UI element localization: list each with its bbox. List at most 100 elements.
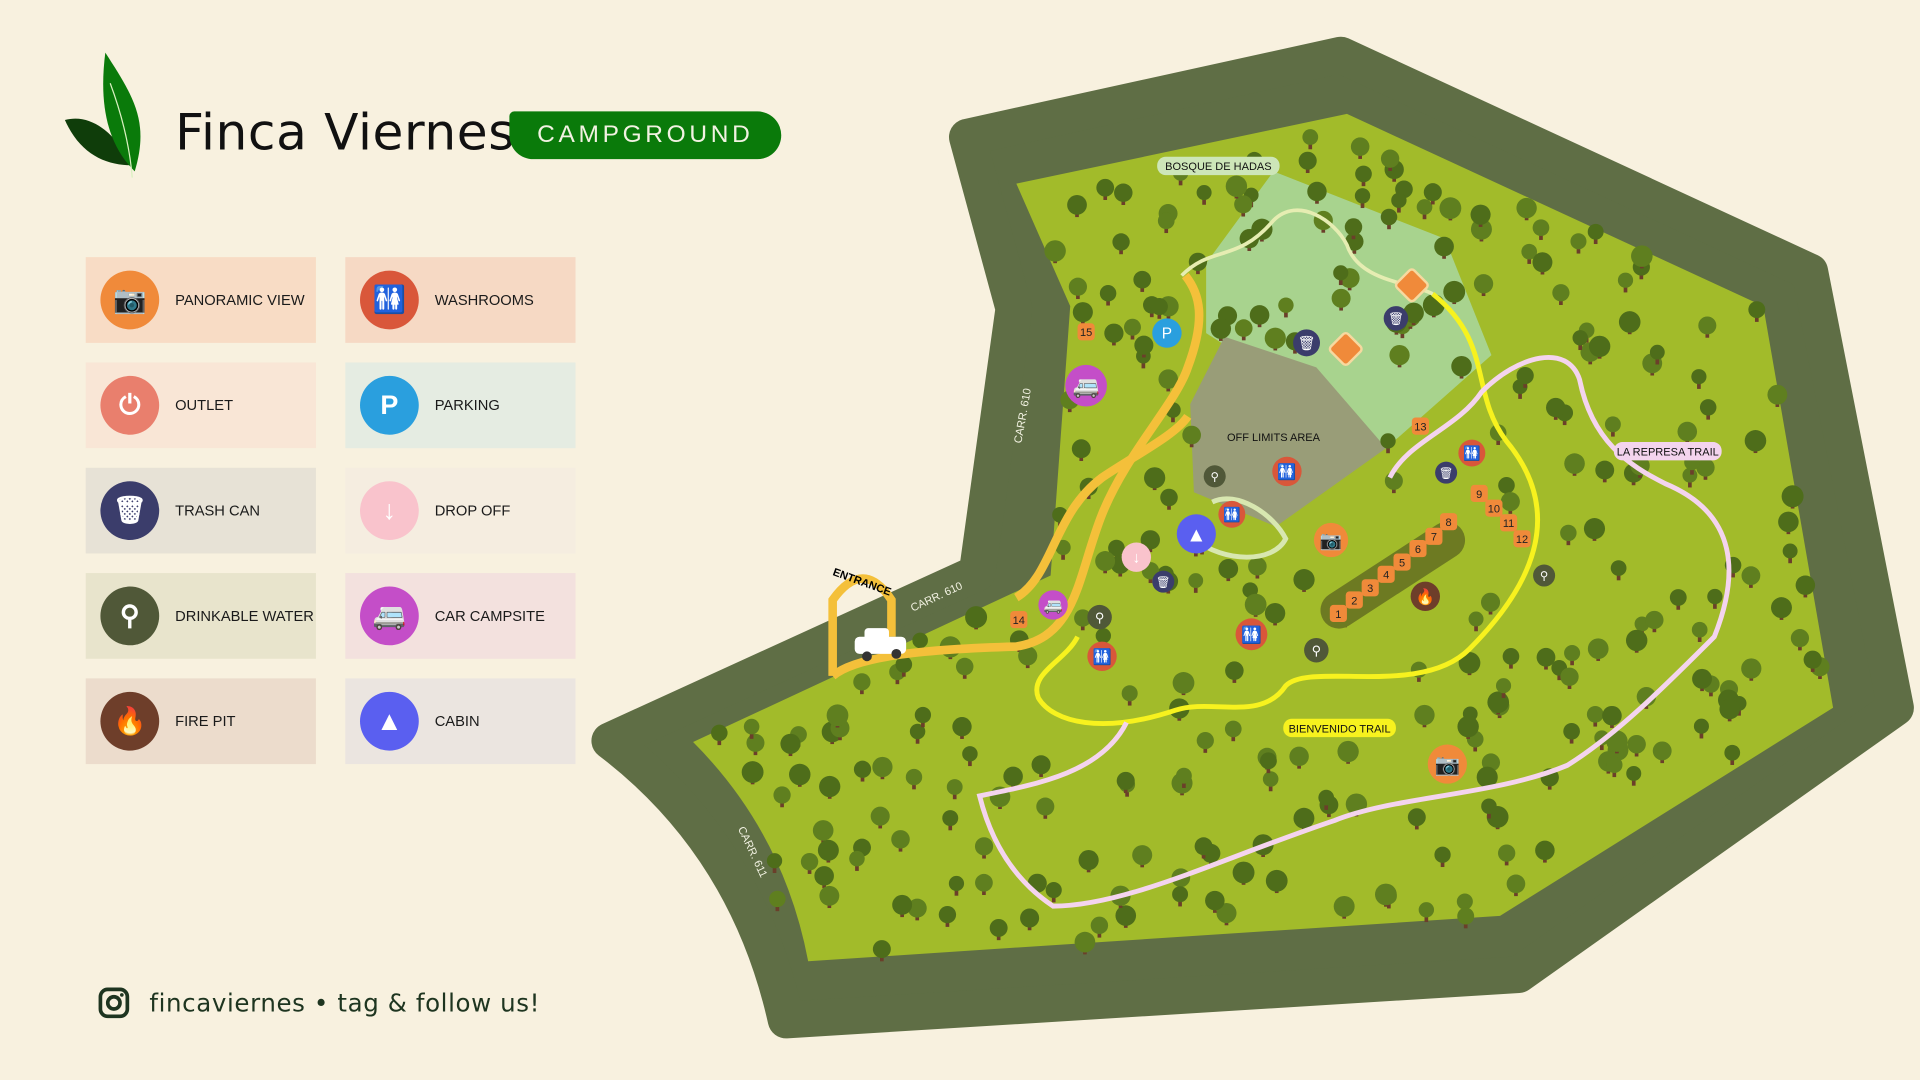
- campsite-number: 1: [1335, 609, 1341, 621]
- tree-icon: [1691, 369, 1707, 389]
- tree-icon: [1595, 460, 1615, 483]
- tree-icon: [1495, 678, 1512, 698]
- tree-icon: [773, 786, 791, 808]
- tree-icon: [952, 717, 972, 739]
- campsite-3[interactable]: 3: [1361, 579, 1379, 597]
- tree-icon: [1278, 297, 1294, 318]
- campsite-2[interactable]: 2: [1345, 591, 1363, 609]
- tree-icon: [826, 704, 849, 728]
- tree-icon: [1572, 330, 1588, 351]
- map-marker-cabin-icon[interactable]: ▲: [1176, 514, 1216, 554]
- tree-icon: [1470, 204, 1491, 227]
- tree-icon: [812, 820, 834, 843]
- map-marker-camera-icon[interactable]: 📷: [1427, 744, 1467, 784]
- tree-icon: [1564, 644, 1581, 666]
- tree-icon: [1259, 752, 1277, 774]
- map-marker-trash-icon[interactable]: 🗑: [1435, 461, 1458, 484]
- tree-icon: [1696, 458, 1715, 480]
- campsite-4[interactable]: 4: [1377, 565, 1395, 583]
- tree-icon: [1456, 893, 1473, 914]
- tree-icon: [1416, 199, 1433, 220]
- tree-icon: [914, 706, 932, 728]
- bosque-cabin[interactable]: [1394, 268, 1430, 303]
- map-marker-water-tap-icon[interactable]: ⚲: [1087, 604, 1112, 630]
- tree-icon: [1121, 685, 1138, 706]
- legend-label: DRINKABLE WATER: [175, 607, 314, 625]
- campsite-9[interactable]: 9: [1470, 484, 1488, 503]
- campsite-number: 8: [1446, 517, 1452, 529]
- tree-icon: [1265, 869, 1288, 894]
- tree-icon: [1108, 539, 1125, 561]
- map-marker-water-tap-icon[interactable]: ⚲: [1533, 564, 1556, 587]
- tree-icon: [1104, 323, 1124, 346]
- tree-icon: [1403, 302, 1424, 326]
- tree-icon: [1451, 356, 1472, 379]
- parking-icon: P: [360, 375, 419, 435]
- tree-icon: [1157, 212, 1175, 234]
- map-marker-trash-icon[interactable]: 🗑: [1293, 329, 1321, 357]
- campsite-15[interactable]: 15: [1077, 323, 1095, 341]
- map-marker-parking-icon[interactable]: P: [1152, 318, 1182, 348]
- tree-icon: [1535, 840, 1555, 863]
- tree-icon: [1302, 129, 1319, 150]
- bosque-cabin[interactable]: [1328, 331, 1363, 367]
- fire-icon: 🔥: [100, 691, 160, 751]
- instagram-handle[interactable]: fincaviernes • tag & follow us!: [149, 988, 541, 1018]
- tree-icon: [1617, 272, 1634, 293]
- svg-text:🚻: 🚻: [1463, 445, 1481, 462]
- legend-item-washrooms: 🚻WASHROOMS: [345, 257, 576, 343]
- map-marker-water-tap-icon[interactable]: ⚲: [1203, 465, 1226, 488]
- map-marker-water-tap-icon[interactable]: ⚲: [1304, 637, 1329, 663]
- off-limits-area: [1190, 336, 1387, 527]
- campsite-6[interactable]: 6: [1409, 540, 1427, 558]
- campsite-8[interactable]: 8: [1440, 513, 1458, 531]
- tree-icon: [1099, 285, 1117, 306]
- campsite-5[interactable]: 5: [1393, 553, 1411, 571]
- washroom-icon: 🚻: [360, 270, 419, 330]
- tree-icon: [1468, 611, 1484, 632]
- map-marker-washroom-icon[interactable]: 🚻: [1458, 439, 1486, 467]
- map-marker-washroom-icon[interactable]: 🚻: [1272, 456, 1302, 487]
- tree-icon: [1350, 137, 1370, 159]
- map-marker-trash-icon[interactable]: 🗑: [1152, 570, 1175, 593]
- tree-icon: [1355, 165, 1372, 187]
- map-marker-washroom-icon[interactable]: 🚻: [1087, 641, 1117, 672]
- campsite-10[interactable]: 10: [1485, 499, 1503, 517]
- campsite-7[interactable]: 7: [1425, 527, 1443, 545]
- tree-icon: [1698, 316, 1717, 338]
- tree-icon: [1560, 524, 1577, 546]
- legend-item-car-campsite: 🚐CAR CAMPSITE: [345, 573, 576, 659]
- tree-icon: [1500, 492, 1520, 514]
- tree-icon: [1724, 744, 1741, 765]
- tree-icon: [1380, 433, 1396, 454]
- park-ground: [693, 113, 1834, 962]
- tree-icon: [1337, 740, 1359, 764]
- tree-icon: [1803, 650, 1822, 672]
- campsite-11[interactable]: 11: [1500, 514, 1518, 532]
- tree-icon: [1506, 874, 1526, 897]
- map-marker-camper-van-icon[interactable]: 🚐: [1038, 590, 1068, 620]
- tree-icon: [1610, 560, 1627, 581]
- tree-icon: [1074, 931, 1096, 955]
- tree-icon: [1693, 718, 1709, 739]
- instagram-icon[interactable]: [98, 987, 130, 1019]
- campsite-12[interactable]: 12: [1513, 530, 1531, 548]
- map-marker-trash-icon[interactable]: 🗑: [1383, 306, 1409, 331]
- tree-icon: [1744, 430, 1767, 454]
- map-marker-camera-icon[interactable]: 📷: [1313, 522, 1349, 558]
- campsite-13[interactable]: 13: [1411, 417, 1429, 435]
- bosque-label-bg: [1157, 156, 1280, 176]
- campsite-14[interactable]: 14: [1010, 611, 1028, 629]
- svg-text:⚲: ⚲: [1540, 571, 1548, 583]
- tree-icon: [1606, 756, 1623, 778]
- map-marker-washroom-icon[interactable]: 🚻: [1218, 500, 1246, 528]
- bienvenido-trail: [1034, 291, 1541, 727]
- map-marker-fire-icon[interactable]: 🔥: [1410, 581, 1441, 612]
- map-marker-camper-van-icon[interactable]: 🚐: [1065, 364, 1107, 407]
- campsite-1[interactable]: 1: [1329, 604, 1347, 623]
- tree-icon: [1067, 194, 1087, 218]
- map-marker-washroom-icon[interactable]: 🚻: [1235, 618, 1268, 651]
- tree-icon: [1407, 808, 1426, 830]
- tree-icon: [1498, 844, 1516, 866]
- map-marker-drop-off-icon[interactable]: ↓: [1121, 542, 1152, 572]
